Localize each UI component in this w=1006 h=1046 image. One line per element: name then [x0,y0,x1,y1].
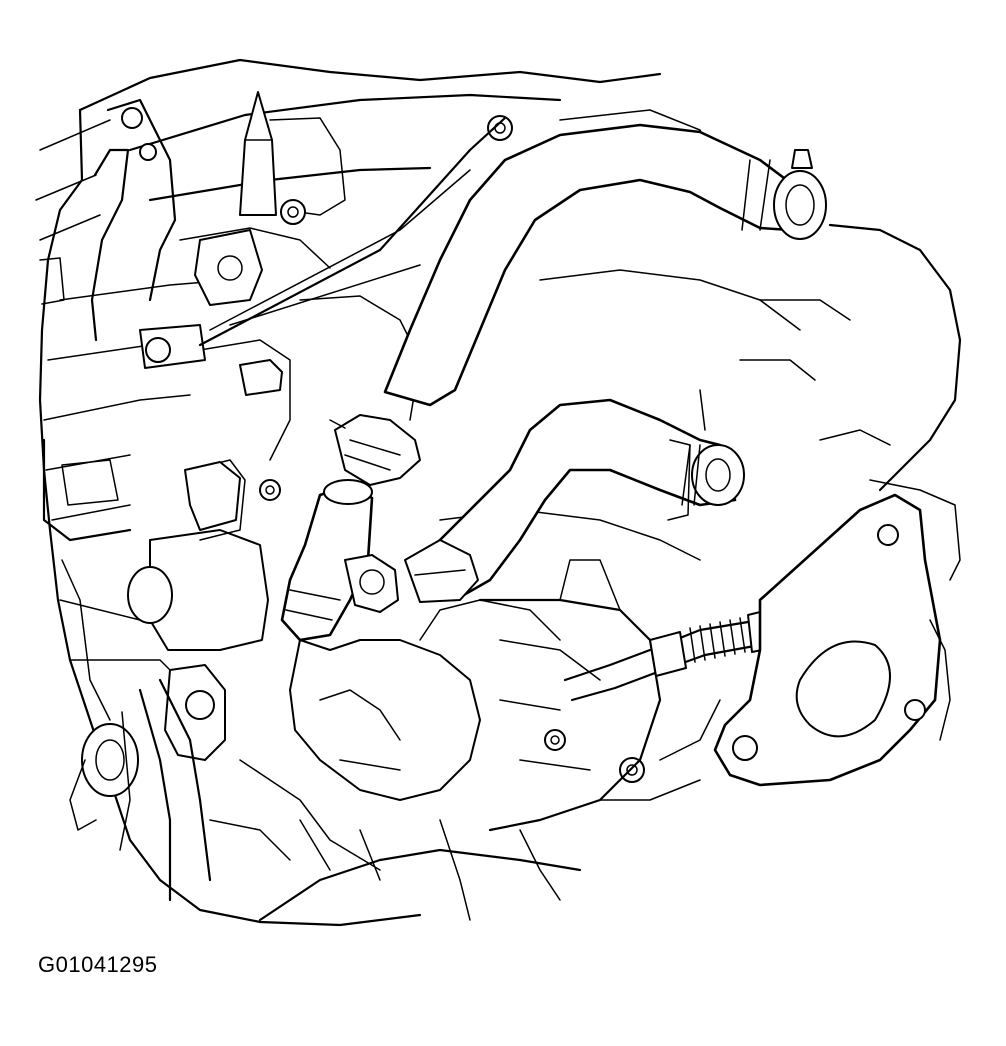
hose-clamp [329,414,421,486]
manifold-outline [739,223,962,741]
engine-block [35,58,801,927]
sensor-module [59,459,269,721]
lifting-bracket [239,91,277,216]
dipstick-rod [198,116,507,347]
lower-engine-details [258,699,721,922]
lower-bracket [69,664,381,902]
thermostat-housing [280,479,561,801]
lower-radiator-hose [428,389,745,602]
figure-code: G01041295 [38,952,158,977]
upper-radiator-hose [383,123,827,407]
heater-pipe [563,609,773,702]
flange-plate [713,493,942,787]
left-bracket [90,98,283,396]
water-pump-housing [478,559,662,832]
